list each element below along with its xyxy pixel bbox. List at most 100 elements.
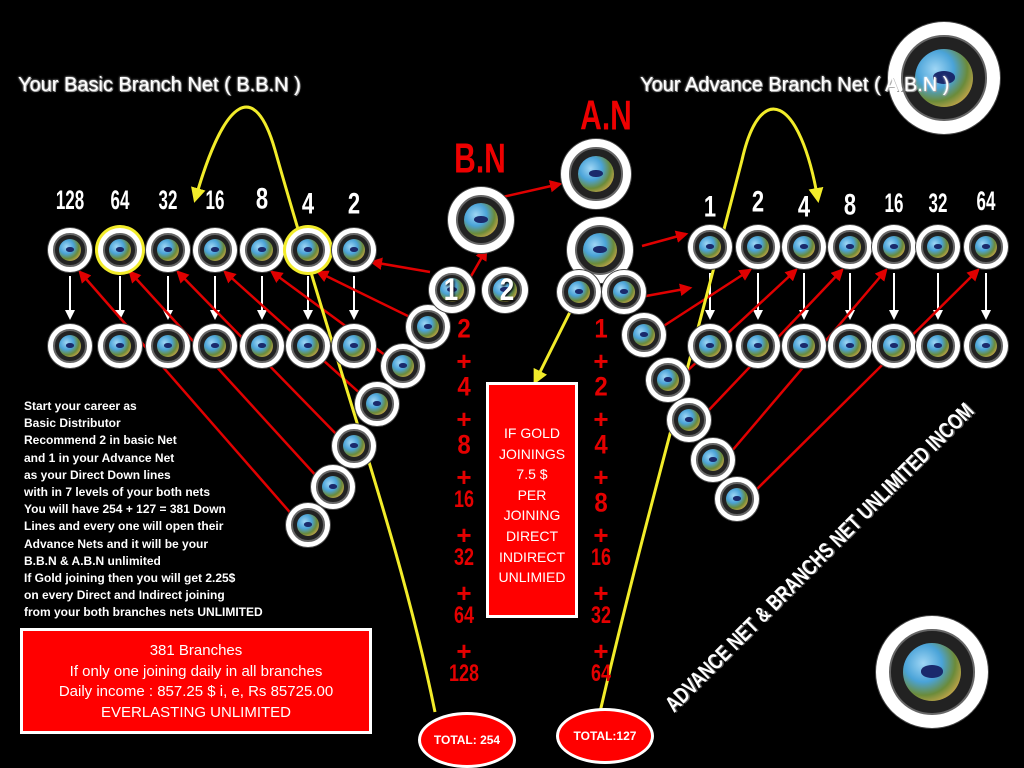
logo-mark-icon bbox=[663, 377, 673, 383]
logo-mark-icon bbox=[65, 343, 75, 349]
link-arrow bbox=[315, 270, 415, 321]
abn-top-node bbox=[782, 225, 826, 269]
logo-mark-icon bbox=[593, 246, 607, 254]
abn-bottom-node bbox=[782, 324, 826, 368]
logo-mark-icon bbox=[753, 244, 763, 250]
logo-mark-icon bbox=[981, 343, 991, 349]
logo-mark-icon bbox=[115, 343, 125, 349]
logo-mark-icon bbox=[474, 216, 488, 224]
logo-mark-icon bbox=[257, 247, 267, 253]
bbn-bottom-node bbox=[286, 324, 330, 368]
logo-mark-icon bbox=[933, 244, 943, 250]
level-label: 64 bbox=[976, 186, 996, 217]
plus-sign: + bbox=[593, 404, 609, 434]
abn-chain-node bbox=[622, 313, 666, 357]
logo-mark-icon bbox=[500, 287, 510, 293]
bbn-bottom-node bbox=[332, 324, 376, 368]
plus-sign: + bbox=[456, 462, 472, 492]
logo-mark-icon bbox=[705, 244, 715, 250]
branches-box-line: If only one joining daily in all branche… bbox=[69, 662, 323, 680]
plus-sign: + bbox=[593, 346, 609, 376]
bbn-top-node bbox=[146, 228, 190, 272]
abn-bottom-node bbox=[916, 324, 960, 368]
bbn-top-node bbox=[240, 228, 284, 272]
level-label: 32 bbox=[158, 185, 178, 216]
gold-box-line: JOININGS bbox=[498, 445, 566, 462]
abn-bottom-node bbox=[964, 324, 1008, 368]
level-label: 8 bbox=[255, 181, 269, 216]
bn-direct-node-1 bbox=[429, 267, 475, 313]
bbn-top-node bbox=[48, 228, 92, 272]
bbn-chain-node bbox=[332, 424, 376, 468]
bbn-bottom-node bbox=[146, 324, 190, 368]
logo-mark-icon bbox=[799, 343, 809, 349]
level-sum-value: 4 bbox=[594, 430, 608, 460]
level-sum-value: 16 bbox=[590, 543, 612, 571]
level-sum-value: 2 bbox=[457, 314, 471, 344]
center-digit: 2 bbox=[499, 271, 515, 308]
level-sum-value: 8 bbox=[594, 488, 608, 518]
link-arrow bbox=[641, 230, 689, 248]
info-line: Start your career as bbox=[24, 399, 137, 413]
bn-center-node bbox=[448, 187, 514, 253]
logo-mark-icon bbox=[210, 247, 220, 253]
logo-mark-icon bbox=[732, 496, 742, 502]
logo-mark-icon bbox=[303, 343, 313, 349]
brand-logo-top-right bbox=[888, 22, 1000, 134]
level-sum-value: 4 bbox=[457, 372, 471, 402]
gold-box-line: 7.5 $ bbox=[516, 466, 548, 483]
plus-sign: + bbox=[456, 636, 472, 666]
brand-logo-bottom-right bbox=[876, 616, 988, 728]
logo-mark-icon bbox=[639, 332, 649, 338]
plus-sign: + bbox=[456, 520, 472, 550]
logo-mark-icon bbox=[115, 247, 125, 253]
bn-direct-node-2 bbox=[482, 267, 528, 313]
info-line: Lines and every one will open their bbox=[24, 519, 224, 534]
logo-mark-icon bbox=[257, 343, 267, 349]
logo-mark-icon bbox=[753, 343, 763, 349]
level-label: 2 bbox=[347, 186, 361, 221]
abn-chain-node bbox=[691, 438, 735, 482]
logo-mark-icon bbox=[349, 443, 359, 449]
info-line: with in 7 levels of your both nets bbox=[24, 485, 211, 500]
plus-sign: + bbox=[593, 462, 609, 492]
logo-mark-icon bbox=[303, 522, 313, 528]
logo-mark-icon bbox=[589, 169, 603, 178]
plus-sign: + bbox=[593, 578, 609, 608]
level-sum-value: 128 bbox=[448, 659, 480, 687]
link-arrow bbox=[78, 270, 295, 518]
logo-mark-icon bbox=[933, 343, 943, 349]
info-line: Advance Nets and it will be your bbox=[24, 536, 209, 551]
gold-box-line: JOINING bbox=[503, 507, 561, 524]
abn-bottom-node bbox=[872, 324, 916, 368]
plus-sign: + bbox=[593, 520, 609, 550]
plus-sign: + bbox=[456, 346, 472, 376]
bn-tag: B.N bbox=[454, 136, 506, 183]
link-arrow bbox=[754, 268, 980, 492]
logo-mark-icon bbox=[845, 244, 855, 250]
info-line: If Gold joining then you will get 2.25$ bbox=[24, 571, 236, 586]
bbn-chain-node bbox=[406, 305, 450, 349]
center-digit: 1 bbox=[443, 271, 459, 308]
link-arrow bbox=[497, 180, 563, 200]
info-line: B.B.N & A.B.N unlimited bbox=[24, 553, 161, 568]
bbn-chain-node bbox=[286, 503, 330, 547]
level-label: 1 bbox=[703, 189, 717, 224]
level-sum-value: 32 bbox=[453, 543, 475, 571]
total-left-text: TOTAL: 254 bbox=[433, 733, 501, 747]
bbn-chain-node bbox=[355, 382, 399, 426]
link-arrow bbox=[369, 257, 431, 274]
abn-top-node bbox=[688, 225, 732, 269]
logo-mark-icon bbox=[705, 343, 715, 349]
logo-mark-icon bbox=[845, 343, 855, 349]
logo-mark-icon bbox=[163, 343, 173, 349]
total-left-oval: TOTAL: 254 bbox=[418, 712, 516, 768]
link-arrow bbox=[468, 247, 488, 279]
abn-top-node bbox=[964, 225, 1008, 269]
info-line: on every Direct and Indirect joining bbox=[24, 588, 225, 603]
yellow-arrow-center bbox=[533, 301, 577, 385]
logo-mark-icon bbox=[684, 417, 694, 423]
bbn-chain-node bbox=[311, 465, 355, 509]
level-sum-value: 8 bbox=[457, 430, 471, 460]
